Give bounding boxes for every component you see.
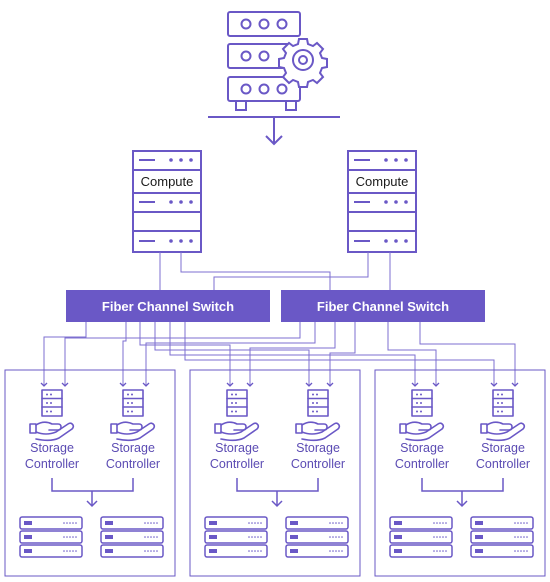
disk-shelf-icon <box>470 516 534 558</box>
compute-server: Compute <box>132 150 202 253</box>
disk-shelf-icon <box>285 516 349 558</box>
arrow-down-icon <box>421 478 504 508</box>
controller-label-line1: Storage <box>296 441 340 455</box>
storage-group-frame <box>4 369 176 577</box>
controller-label-line2: Controller <box>210 457 264 471</box>
arrow-down-icon <box>265 117 283 146</box>
controller-label-line1: Storage <box>111 441 155 455</box>
switch-label: Fiber Channel Switch <box>317 299 449 314</box>
disk-shelf-icon <box>389 516 453 558</box>
storage-groups: StorageControllerStorageControllerStorag… <box>4 369 546 577</box>
controller-label-line1: Storage <box>215 441 259 455</box>
compute-server: Compute <box>347 150 417 253</box>
switch-controller-links <box>40 322 519 387</box>
storage-controller-icon <box>214 389 260 442</box>
storage-controller-icon <box>399 389 445 442</box>
controller-label-line2: Controller <box>476 457 530 471</box>
switch-label: Fiber Channel Switch <box>102 299 234 314</box>
storage-group-frame <box>189 369 361 577</box>
storage-controller-icon <box>480 389 526 442</box>
controller-label-line1: Storage <box>481 441 525 455</box>
arrow-down-icon <box>51 478 134 508</box>
fiber-channel-switch: Fiber Channel Switch <box>281 290 485 322</box>
storage-group-frame <box>374 369 546 577</box>
top-server-icon <box>208 11 340 118</box>
storage-controller-icon <box>110 389 156 442</box>
controller-label-line2: Controller <box>106 457 160 471</box>
storage-controller-icon <box>295 389 341 442</box>
disk-shelf-icon <box>204 516 268 558</box>
controller-label-line2: Controller <box>291 457 345 471</box>
disk-shelf-icon <box>19 516 83 558</box>
controller-label-line1: Storage <box>30 441 74 455</box>
compute-label: Compute <box>141 174 194 189</box>
disk-shelf-icon <box>100 516 164 558</box>
arrow-down-icon <box>236 478 319 508</box>
controller-label-line1: Storage <box>400 441 444 455</box>
gear-icon <box>278 38 328 88</box>
compute-switch-links <box>159 252 391 290</box>
storage-controller-icon <box>29 389 75 442</box>
compute-label: Compute <box>356 174 409 189</box>
controller-label-line2: Controller <box>395 457 449 471</box>
controller-label-line2: Controller <box>25 457 79 471</box>
fiber-channel-switch: Fiber Channel Switch <box>66 290 270 322</box>
